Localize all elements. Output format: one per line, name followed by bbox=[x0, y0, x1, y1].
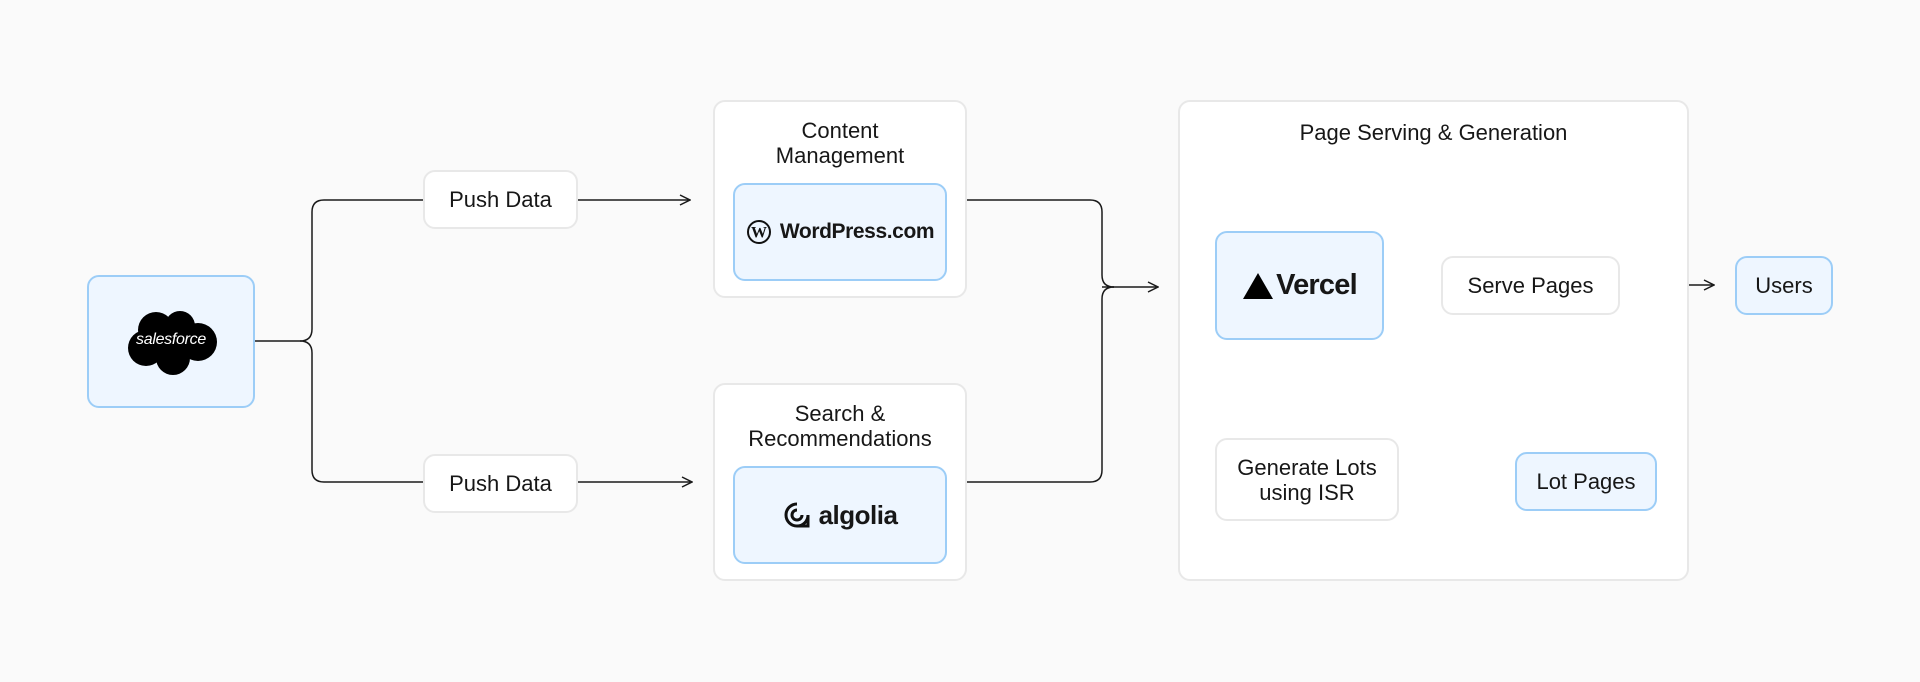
algolia-icon bbox=[784, 502, 810, 528]
push-data-top-label: Push Data bbox=[449, 187, 552, 212]
lot-pages-label: Lot Pages bbox=[1536, 469, 1636, 494]
push-data-bottom: Push Data bbox=[423, 454, 578, 513]
serve-pages-label: Serve Pages bbox=[1467, 273, 1594, 298]
salesforce-split-connector bbox=[255, 199, 423, 342]
generate-lots-label-line1: Generate Lots bbox=[1237, 454, 1377, 480]
push-data-top: Push Data bbox=[423, 170, 578, 229]
lot-pages-node[interactable]: Lot Pages bbox=[1515, 452, 1657, 511]
algolia-logo-text: algolia bbox=[818, 499, 898, 530]
vercel-triangle-icon bbox=[1243, 272, 1274, 299]
wordpress-logo-text: WordPress.com bbox=[779, 220, 935, 243]
vercel-logo-text: Vercel bbox=[1276, 269, 1357, 301]
content-management-group: Content Management W WordPress.com bbox=[713, 100, 967, 298]
page-serving-title: Page Serving & Generation bbox=[1299, 120, 1568, 145]
content-management-title: Content Management bbox=[775, 118, 905, 168]
users-label: Users bbox=[1755, 273, 1813, 298]
wordpress-node[interactable]: W WordPress.com bbox=[733, 183, 947, 281]
generate-lots-label-line2: using ISR bbox=[1259, 479, 1355, 505]
generate-lots-node: Generate Lots using ISR bbox=[1215, 438, 1399, 521]
push-data-bottom-label: Push Data bbox=[449, 471, 552, 496]
users-node[interactable]: Users bbox=[1735, 256, 1833, 315]
salesforce-cloud-icon bbox=[128, 311, 217, 375]
wordpress-icon: W bbox=[746, 220, 771, 244]
vercel-node[interactable]: Vercel bbox=[1215, 231, 1384, 340]
search-title: Search & Recommendations bbox=[748, 401, 932, 451]
merge-connector bbox=[967, 199, 1115, 288]
salesforce-node[interactable]: salesforce bbox=[87, 275, 255, 408]
salesforce-logo-text: salesforce bbox=[136, 330, 206, 348]
svg-text:W: W bbox=[751, 225, 767, 242]
algolia-node[interactable]: algolia bbox=[733, 466, 947, 564]
serve-pages-node: Serve Pages bbox=[1441, 256, 1620, 315]
search-group: Search & Recommendations algolia bbox=[713, 383, 967, 581]
